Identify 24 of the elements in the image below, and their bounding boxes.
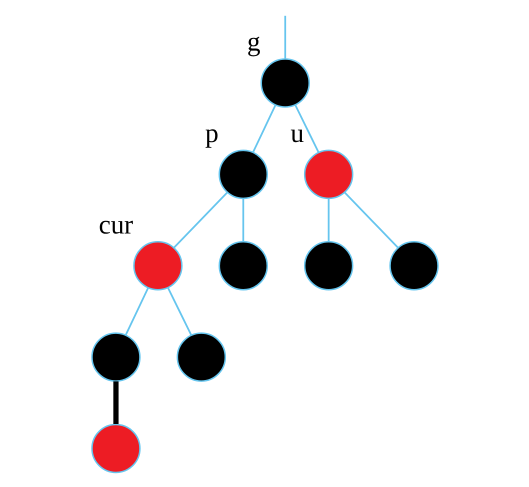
connector [242,198,244,242]
node-label: u [290,118,304,148]
connector [327,198,330,242]
node-circle [218,150,268,200]
node-circle [90,424,140,474]
node-circle [132,241,182,290]
connector [124,287,148,336]
connector [172,192,228,248]
connector [284,16,286,59]
node-label: g [246,26,260,57]
node-circle [90,332,140,382]
node-circle [176,332,226,382]
node-circle [218,241,268,290]
node-label: p [204,118,218,148]
connector [294,104,319,153]
connector [252,104,276,152]
node-circle [303,241,353,290]
node-label: cur [98,209,133,240]
node-circle [388,241,438,290]
connector [344,192,398,248]
connector [166,287,192,336]
node-circle [260,58,310,108]
connector [112,381,118,424]
node-circle [303,150,353,200]
